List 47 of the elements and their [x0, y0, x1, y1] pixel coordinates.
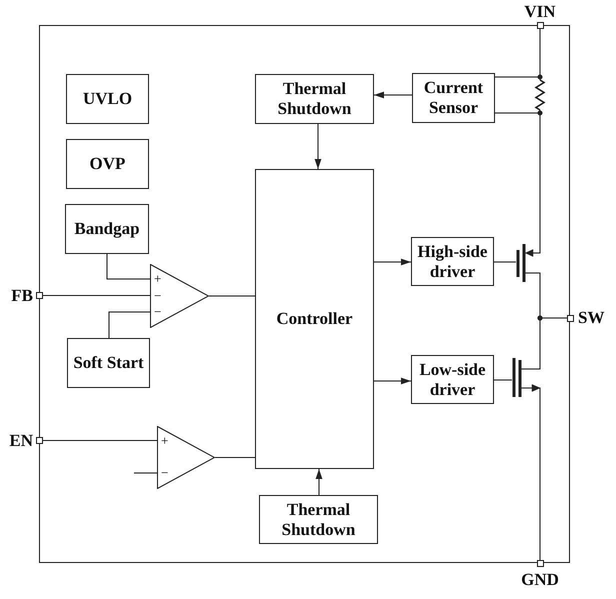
transistor-symbol	[512, 357, 541, 398]
wire	[106, 254, 150, 280]
wire	[494, 112, 530, 114]
wire	[214, 457, 256, 458]
block-label: High-side driver	[416, 242, 488, 282]
function-block	[66, 139, 149, 189]
polarity-sign: +	[161, 434, 168, 446]
function-block	[65, 204, 149, 254]
function-block	[411, 355, 494, 404]
block-label: OVP	[90, 154, 126, 174]
polarity-sign: −	[161, 466, 168, 479]
arrow	[374, 92, 412, 98]
function-block	[66, 74, 149, 124]
arrow	[314, 124, 322, 170]
function-block	[259, 495, 378, 544]
arrow	[374, 258, 412, 266]
arrow	[374, 378, 412, 384]
block-label: Bandgap	[74, 219, 140, 239]
block-label: UVLO	[82, 89, 132, 109]
pin-label: EN	[9, 432, 33, 449]
pin-label: SW	[578, 309, 604, 326]
chip-outline	[39, 25, 570, 563]
function-block	[412, 73, 495, 123]
pin-label: VIN	[523, 3, 557, 20]
function-block	[67, 338, 150, 388]
wire	[42, 440, 158, 441]
block-label: Thermal Shutdown	[276, 79, 352, 119]
block-label: Current Sensor	[422, 78, 484, 118]
resistor-symbol	[530, 74, 546, 116]
function-block	[255, 169, 374, 469]
pin-label: FB	[11, 287, 33, 304]
wire	[494, 76, 530, 78]
pin-label: GND	[520, 571, 560, 588]
function-block	[255, 74, 374, 124]
polarity-sign: −	[154, 305, 162, 318]
wire	[134, 472, 158, 474]
block-label: Thermal Shutdown	[280, 500, 356, 540]
function-block	[411, 237, 494, 286]
polarity-sign: −	[154, 288, 162, 302]
polarity-sign: +	[154, 272, 162, 285]
block-label: Soft Start	[73, 353, 144, 373]
wire	[42, 295, 150, 296]
block-label: Low-side driver	[418, 360, 487, 400]
arrow	[316, 468, 322, 496]
wire	[108, 312, 150, 338]
transistor-symbol	[516, 243, 541, 283]
block-label: Controller	[276, 309, 353, 329]
